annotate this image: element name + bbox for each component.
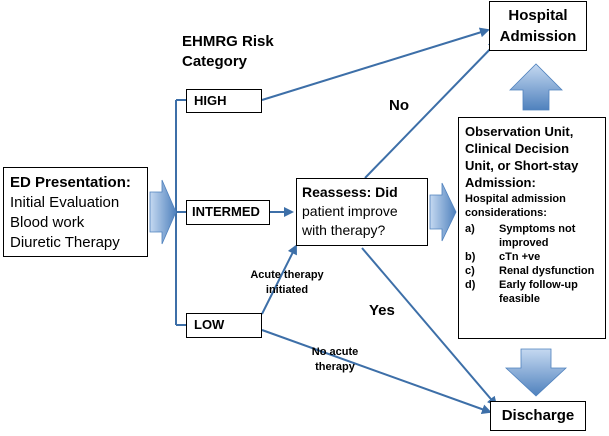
category-intermed-box: INTERMED: [186, 200, 270, 225]
hospital-admission-line-1: Hospital: [508, 7, 568, 24]
considerations-line-1: Hospital admission: [465, 193, 566, 205]
ed-line-blood-work: Blood work: [10, 214, 85, 231]
arrow-low-to-discharge: [261, 329, 492, 414]
category-high-label: HIGH: [194, 93, 227, 108]
arrow-reassess-yes: [361, 247, 498, 407]
discharge-label: Discharge: [501, 407, 575, 424]
ed-line-initial-evaluation: Initial Evaluation: [10, 194, 120, 211]
ed-line-diuretic-therapy: Diuretic Therapy: [10, 234, 120, 251]
list-item: a) Symptoms not improved: [465, 223, 576, 249]
observation-title-line-2: Clinical Decision: [465, 141, 570, 156]
risk-header-line-1: EHMRG Risk: [182, 33, 274, 50]
reassess-line-1: Reassess: Did: [302, 184, 398, 200]
list-item: d) Early follow-up feasible: [465, 279, 578, 305]
reassess-box: Reassess: Did patient improve with thera…: [296, 178, 428, 246]
observation-title-line-4: Admission:: [465, 175, 536, 190]
block-arrow-reassess-right: [429, 182, 457, 242]
list-item: b) cTn +ve: [465, 251, 541, 263]
considerations-line-2: considerations:: [465, 207, 547, 219]
edge-label-no-acute-therapy: No acute therapy: [305, 345, 365, 375]
block-arrow-up-to-admission: [509, 63, 563, 111]
reassess-line-3: with therapy?: [302, 222, 386, 238]
no-acute-line-1: No acute: [311, 346, 359, 358]
observation-unit-box: Observation Unit, Clinical Decision Unit…: [458, 117, 606, 339]
no-acute-line-2: therapy: [315, 361, 355, 373]
arrow-high-to-admission: [261, 27, 490, 101]
acute-therapy-line-1: Acute therapy: [250, 269, 324, 281]
category-low-box: LOW: [186, 313, 262, 338]
ed-presentation-title: ED Presentation:: [10, 174, 131, 191]
edge-label-yes: Yes: [369, 302, 395, 319]
block-arrow-ed-right: [149, 179, 177, 245]
hospital-admission-line-2: Admission: [499, 28, 577, 45]
category-high-box: HIGH: [186, 89, 262, 113]
risk-category-header: EHMRG Risk Category: [182, 32, 274, 72]
observation-title-line-1: Observation Unit,: [465, 124, 574, 139]
considerations-list: a) Symptoms not improved b) cTn +ve c) R…: [465, 222, 599, 306]
acute-therapy-line-2: initiated: [265, 284, 309, 296]
ed-presentation-box: ED Presentation: Initial Evaluation Bloo…: [3, 167, 148, 257]
list-item: c) Renal dysfunction: [465, 265, 595, 277]
arrow-low-to-reassess: [261, 244, 297, 315]
category-intermed-label: INTERMED: [192, 204, 260, 219]
discharge-box: Discharge: [490, 401, 586, 431]
hospital-admission-box: Hospital Admission: [489, 1, 587, 51]
block-arrow-down-to-discharge: [504, 348, 568, 397]
arrow-reassess-no: [364, 40, 499, 179]
observation-title-line-3: Unit, or Short-stay: [465, 158, 579, 173]
edge-label-no: No: [389, 97, 409, 114]
observation-title: Observation Unit, Clinical Decision Unit…: [465, 123, 599, 191]
risk-header-line-2: Category: [182, 53, 248, 70]
category-low-label: LOW: [194, 317, 225, 332]
edge-label-acute-therapy: Acute therapy initiated: [232, 268, 342, 298]
reassess-line-2: patient improve: [302, 203, 398, 219]
admission-considerations: Hospital admission considerations:: [465, 192, 599, 220]
